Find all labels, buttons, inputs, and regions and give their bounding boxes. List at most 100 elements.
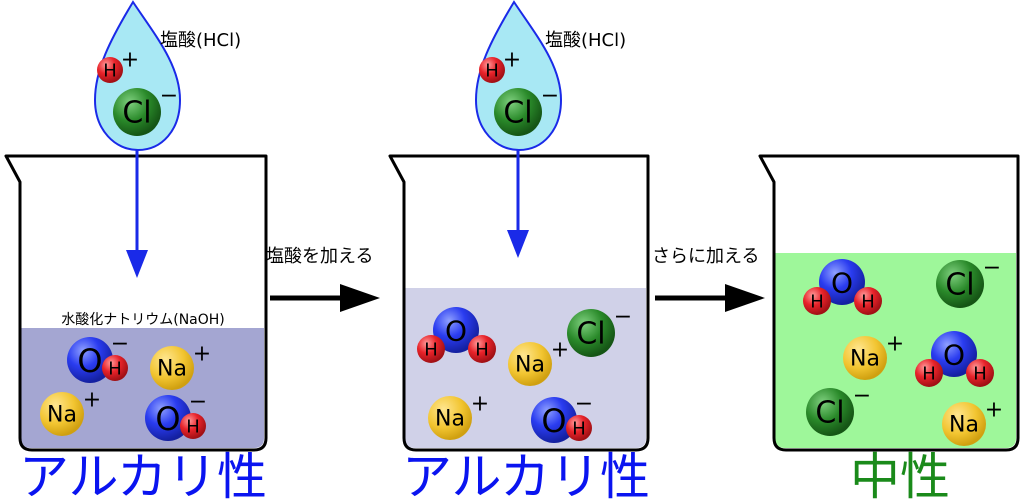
h-atom xyxy=(803,287,831,315)
h-symbol: H xyxy=(475,340,489,361)
chloride-ion: Cl− xyxy=(567,305,632,357)
negative-charge: − xyxy=(160,84,178,109)
o-symbol: O xyxy=(943,339,965,372)
negative-charge: − xyxy=(111,332,129,357)
o-symbol: O xyxy=(155,400,180,438)
positive-charge: + xyxy=(503,48,521,73)
negative-charge: − xyxy=(189,390,207,415)
hydrogen-ion: H+ xyxy=(97,48,139,83)
o-symbol: O xyxy=(77,342,102,380)
h-symbol: H xyxy=(973,364,987,385)
na-atom xyxy=(508,342,552,386)
chloride-ion: Cl− xyxy=(936,256,1001,308)
o-atom xyxy=(433,307,479,353)
hcl-label-2: 塩酸(HCl) xyxy=(545,30,626,51)
h-symbol: H xyxy=(485,61,499,82)
h-atom xyxy=(180,413,206,439)
step-label-2: さらに加える xyxy=(652,246,759,267)
h-atom xyxy=(915,359,943,387)
o-symbol: O xyxy=(445,315,467,348)
beaker-3 xyxy=(758,154,1020,452)
water-molecule: OH H xyxy=(915,331,994,387)
o-atom xyxy=(531,397,577,443)
h-symbol: H xyxy=(861,292,875,313)
negative-charge: − xyxy=(614,305,632,330)
h-symbol: H xyxy=(103,61,117,82)
h-atom xyxy=(102,355,128,381)
cl-atom xyxy=(567,309,615,357)
cl-atom xyxy=(936,260,984,308)
chloride-ion: Cl− xyxy=(806,384,871,436)
positive-charge: + xyxy=(121,48,139,73)
positive-charge: + xyxy=(193,342,211,367)
beaker-1 xyxy=(4,154,268,452)
h-symbol: H xyxy=(922,364,936,385)
cl-symbol: Cl xyxy=(945,268,974,303)
sodium-ion: Na+ xyxy=(428,392,489,440)
positive-charge: + xyxy=(471,392,489,417)
h-symbol: H xyxy=(108,359,122,380)
sodium-ion: Na+ xyxy=(40,388,101,436)
na-atom xyxy=(942,402,986,446)
na-atom xyxy=(40,392,84,436)
h-atom xyxy=(97,57,123,83)
naoh-label: 水酸化ナトリウム(NaOH) xyxy=(61,312,225,328)
positive-charge: + xyxy=(83,388,101,413)
step-arrow-2 xyxy=(655,284,765,312)
o-symbol: O xyxy=(831,267,853,300)
na-symbol: Na xyxy=(949,413,979,438)
cl-symbol: Cl xyxy=(576,317,605,352)
step-arrow-1 xyxy=(270,284,380,312)
result-label-alkaline-2: アルカリ性 xyxy=(402,448,650,504)
o-atom xyxy=(145,395,191,441)
hcl-label-1: 塩酸(HCl) xyxy=(160,30,241,51)
negative-charge: − xyxy=(541,84,559,109)
negative-charge: − xyxy=(575,392,593,417)
cl-symbol: Cl xyxy=(815,396,844,431)
positive-charge: + xyxy=(551,338,569,363)
chloride-ion: Cl− xyxy=(494,84,559,136)
sodium-ion: Na+ xyxy=(508,338,569,386)
na-symbol: Na xyxy=(47,403,77,428)
result-label-neutral: 中性 xyxy=(850,448,950,504)
na-symbol: Na xyxy=(515,353,545,378)
cl-atom xyxy=(806,388,854,436)
h-atom xyxy=(966,359,994,387)
positive-charge: + xyxy=(985,398,1003,423)
na-atom xyxy=(428,396,472,440)
h-symbol: H xyxy=(424,340,438,361)
na-symbol: Na xyxy=(157,357,187,382)
h-symbol: H xyxy=(186,417,200,438)
h-atom xyxy=(566,415,592,441)
cl-symbol: Cl xyxy=(122,96,151,131)
h-atom xyxy=(854,287,882,315)
beaker-2 xyxy=(388,154,650,452)
result-label-alkaline-1: アルカリ性 xyxy=(19,448,267,504)
na-symbol: Na xyxy=(850,347,880,372)
negative-charge: − xyxy=(853,384,871,409)
h-atom xyxy=(468,335,496,363)
na-atom xyxy=(843,336,887,380)
negative-charge: − xyxy=(983,256,1001,281)
sodium-ion: Na+ xyxy=(843,332,904,380)
hydrogen-ion: H+ xyxy=(479,48,521,83)
drip-arrow-2 xyxy=(507,150,529,258)
water-molecule: OH H xyxy=(417,307,496,363)
h-atom xyxy=(479,57,505,83)
o-atom xyxy=(819,259,865,305)
o-symbol: O xyxy=(541,402,566,440)
na-atom xyxy=(150,346,194,390)
sodium-ion: Na+ xyxy=(150,342,211,390)
na-symbol: Na xyxy=(435,407,465,432)
h-atom xyxy=(417,335,445,363)
step-label-1: 塩酸を加える xyxy=(266,246,373,267)
drip-arrow-1 xyxy=(126,150,148,278)
cl-atom xyxy=(113,88,161,136)
h-symbol: H xyxy=(572,419,586,440)
cl-symbol: Cl xyxy=(503,96,532,131)
